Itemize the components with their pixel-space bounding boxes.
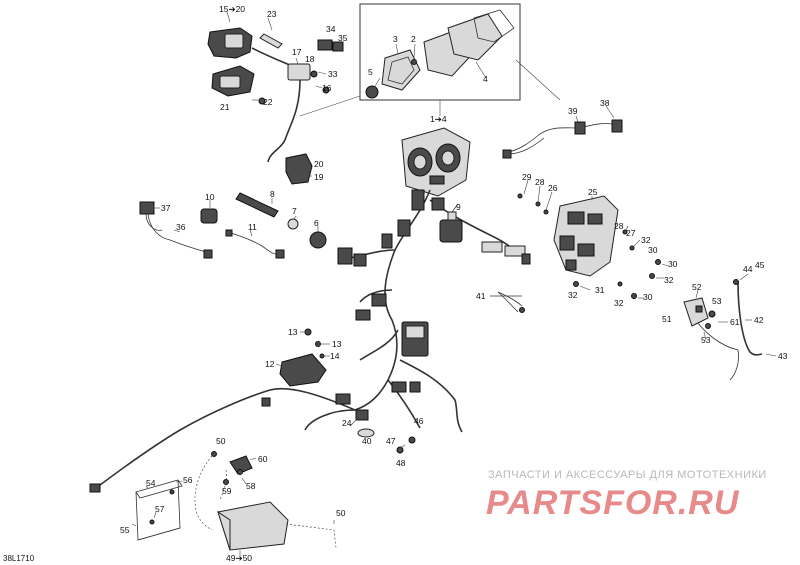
callout-53-top: 53 xyxy=(712,296,722,306)
callout-46: 46 xyxy=(414,416,424,426)
callout-6: 6 xyxy=(314,218,319,228)
callout-20: 20 xyxy=(314,159,324,169)
callout-49-50: 49➔50 xyxy=(226,553,252,563)
callout-42: 42 xyxy=(754,315,764,325)
callout-28-right: 28 xyxy=(614,221,624,231)
callout-53-bottom: 53 xyxy=(701,335,711,345)
callout-5: 5 xyxy=(368,67,373,77)
callout-41: 41 xyxy=(476,291,486,301)
callout-28-top: 28 xyxy=(535,177,545,187)
callout-15-20: 15➔20 xyxy=(219,4,245,14)
callout-labels: 15➔20 23 34 35 17 18 33 16 21 22 20 19 3… xyxy=(120,4,788,563)
callout-1-4: 1➔4 xyxy=(430,114,447,124)
callout-35: 35 xyxy=(338,33,348,43)
callout-48: 48 xyxy=(396,458,406,468)
callout-32-d: 32 xyxy=(614,298,624,308)
ecu-bracket-assembly xyxy=(517,179,669,299)
watermark-brand: PARTSFOR.RU xyxy=(486,484,740,522)
callout-9: 9 xyxy=(456,202,461,212)
callout-37: 37 xyxy=(161,203,171,213)
callout-19: 19 xyxy=(314,172,324,182)
callout-40: 40 xyxy=(362,436,372,446)
callout-10: 10 xyxy=(205,192,215,202)
callout-7: 7 xyxy=(292,206,297,216)
callout-52: 52 xyxy=(692,282,702,292)
callout-51: 51 xyxy=(662,314,672,324)
voltage-regulator xyxy=(275,328,330,387)
partsfor-watermark: ЗАПЧАСТИ И АКСЕССУАРЫ ДЛЯ МОТОТЕХНИКИ PA… xyxy=(486,469,767,522)
callout-34: 34 xyxy=(326,24,336,34)
callout-55: 55 xyxy=(120,525,130,535)
callout-8: 8 xyxy=(270,189,275,199)
callout-50-top: 50 xyxy=(216,436,226,446)
callout-45: 45 xyxy=(755,260,765,270)
callout-47: 47 xyxy=(386,436,396,446)
battery-group xyxy=(131,451,337,556)
callout-13-right: 13 xyxy=(332,339,342,349)
callout-16: 16 xyxy=(322,83,332,93)
callout-44: 44 xyxy=(743,264,753,274)
callout-27: 27 xyxy=(626,228,636,238)
callout-60: 60 xyxy=(258,454,268,464)
instrument-cluster-exploded-box xyxy=(299,3,561,117)
callout-18: 18 xyxy=(305,54,315,64)
callout-39: 39 xyxy=(568,106,578,116)
callout-22: 22 xyxy=(263,97,273,107)
callout-14: 14 xyxy=(330,351,340,361)
callout-54: 54 xyxy=(146,478,156,488)
callout-50-bottom: 50 xyxy=(336,508,346,518)
main-wiring-harness xyxy=(89,189,531,493)
callout-23: 23 xyxy=(267,9,277,19)
left-switches-group xyxy=(139,192,327,259)
callout-61: 61 xyxy=(730,317,740,327)
callout-4: 4 xyxy=(483,74,488,84)
callout-2: 2 xyxy=(411,34,416,44)
callout-25: 25 xyxy=(588,187,598,197)
handlebar-switch-group xyxy=(207,11,344,185)
key-switch-group xyxy=(439,203,525,313)
callout-21: 21 xyxy=(220,102,230,112)
callout-26: 26 xyxy=(548,183,558,193)
drawing-code: 38L1710 xyxy=(3,554,35,563)
callout-17: 17 xyxy=(292,47,302,57)
callout-30-b: 30 xyxy=(668,259,678,269)
callout-3: 3 xyxy=(393,34,398,44)
callout-33: 33 xyxy=(328,69,338,79)
callout-38: 38 xyxy=(600,98,610,108)
callout-13-top: 13 xyxy=(288,327,298,337)
callout-29: 29 xyxy=(522,172,532,182)
callout-32-c: 32 xyxy=(568,290,578,300)
callout-59: 59 xyxy=(222,486,232,496)
speed-sensor-cable xyxy=(683,273,777,381)
auxiliary-harness xyxy=(502,105,623,159)
callout-11: 11 xyxy=(248,222,257,232)
callout-30-c: 30 xyxy=(643,292,653,302)
callout-31: 31 xyxy=(595,285,605,295)
instrument-cluster xyxy=(401,127,471,197)
callout-58: 58 xyxy=(246,481,256,491)
callout-32-a: 32 xyxy=(641,235,651,245)
callout-43: 43 xyxy=(778,351,788,361)
callout-57: 57 xyxy=(155,504,165,514)
callout-32-b: 32 xyxy=(664,275,674,285)
callout-30-a: 30 xyxy=(648,245,658,255)
watermark-tagline: ЗАПЧАСТИ И АКСЕССУАРЫ ДЛЯ МОТОТЕХНИКИ xyxy=(488,469,767,481)
callout-24: 24 xyxy=(342,418,352,428)
callout-56: 56 xyxy=(183,475,193,485)
callout-36: 36 xyxy=(176,222,186,232)
callout-12: 12 xyxy=(265,359,275,369)
